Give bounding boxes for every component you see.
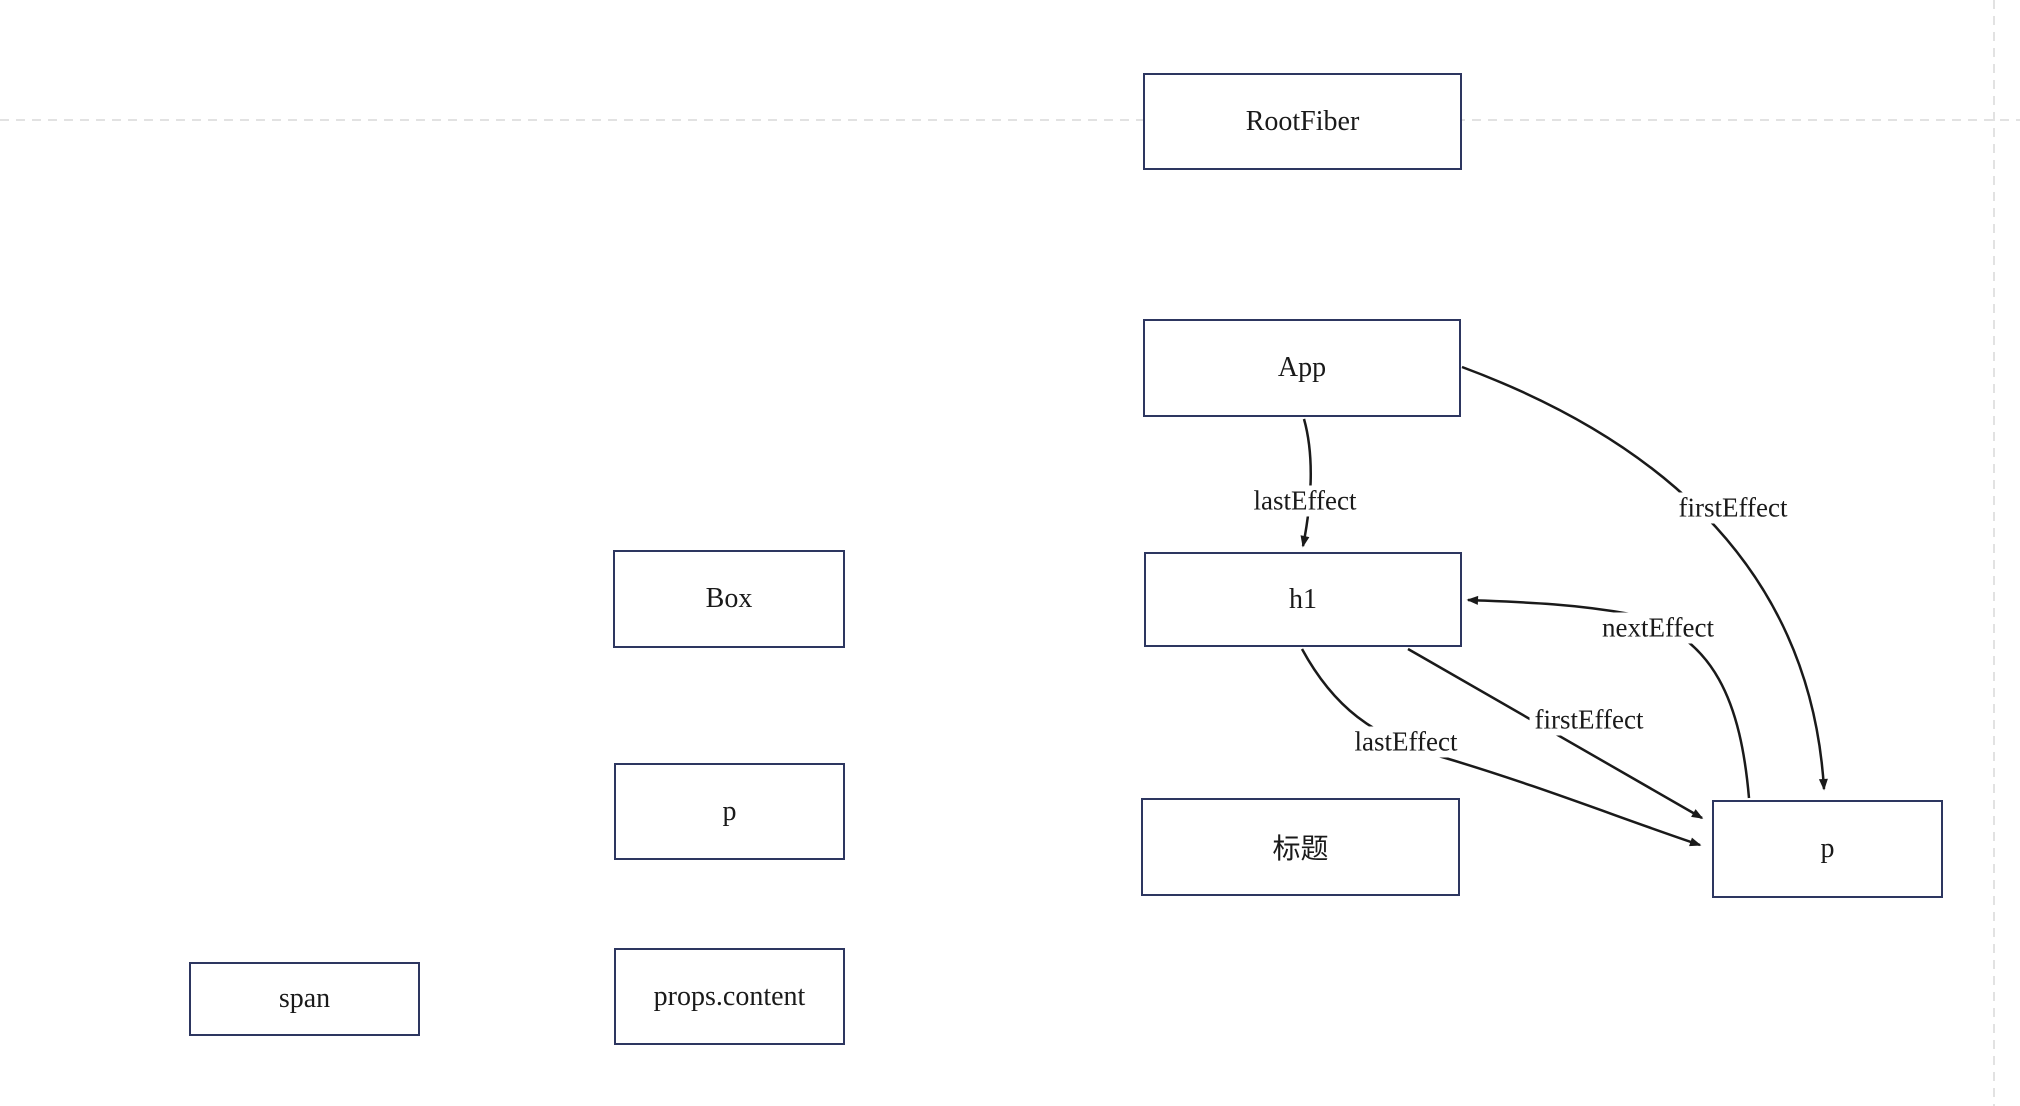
edge-h1-to-p-last[interactable] <box>1300 648 1702 847</box>
node-app-label: App <box>1277 352 1327 383</box>
node-rootfiber[interactable]: RootFiber <box>1143 73 1462 170</box>
edge-h1-to-p-first[interactable] <box>1407 647 1704 820</box>
node-title[interactable]: 标题 <box>1141 798 1460 896</box>
edge-label-nexteffect-p-h1[interactable]: nextEffect <box>1597 612 1719 644</box>
node-props-content[interactable]: props.content <box>614 948 845 1045</box>
node-span[interactable]: span <box>189 962 420 1036</box>
edge-app-to-h1[interactable] <box>1300 418 1312 548</box>
node-h1-label: h1 <box>1289 583 1317 615</box>
node-app[interactable]: App <box>1143 319 1461 417</box>
node-title-label: 标题 <box>1272 834 1329 865</box>
edge-label-firsteffect-h1-p[interactable]: firstEffect <box>1529 704 1649 736</box>
node-p-left-label: p <box>722 795 737 827</box>
edge-label-lasteffect-app-h1[interactable]: lastEffect <box>1248 485 1362 517</box>
node-rootfiber-label: RootFiber <box>1245 105 1360 137</box>
edge-label-firsteffect-app-p[interactable]: firstEffect <box>1673 492 1793 524</box>
node-p-right[interactable]: p <box>1712 800 1943 898</box>
node-box[interactable]: Box <box>613 550 845 648</box>
node-p-left[interactable]: p <box>614 763 845 860</box>
node-h1[interactable]: h1 <box>1144 552 1462 647</box>
node-span-label: span <box>278 983 331 1014</box>
node-p-right-label: p <box>1820 833 1835 864</box>
node-props-content-label: props.content <box>653 980 806 1012</box>
edge-label-lasteffect-h1-p[interactable]: lastEffect <box>1349 726 1463 758</box>
node-box-label: Box <box>705 583 753 614</box>
